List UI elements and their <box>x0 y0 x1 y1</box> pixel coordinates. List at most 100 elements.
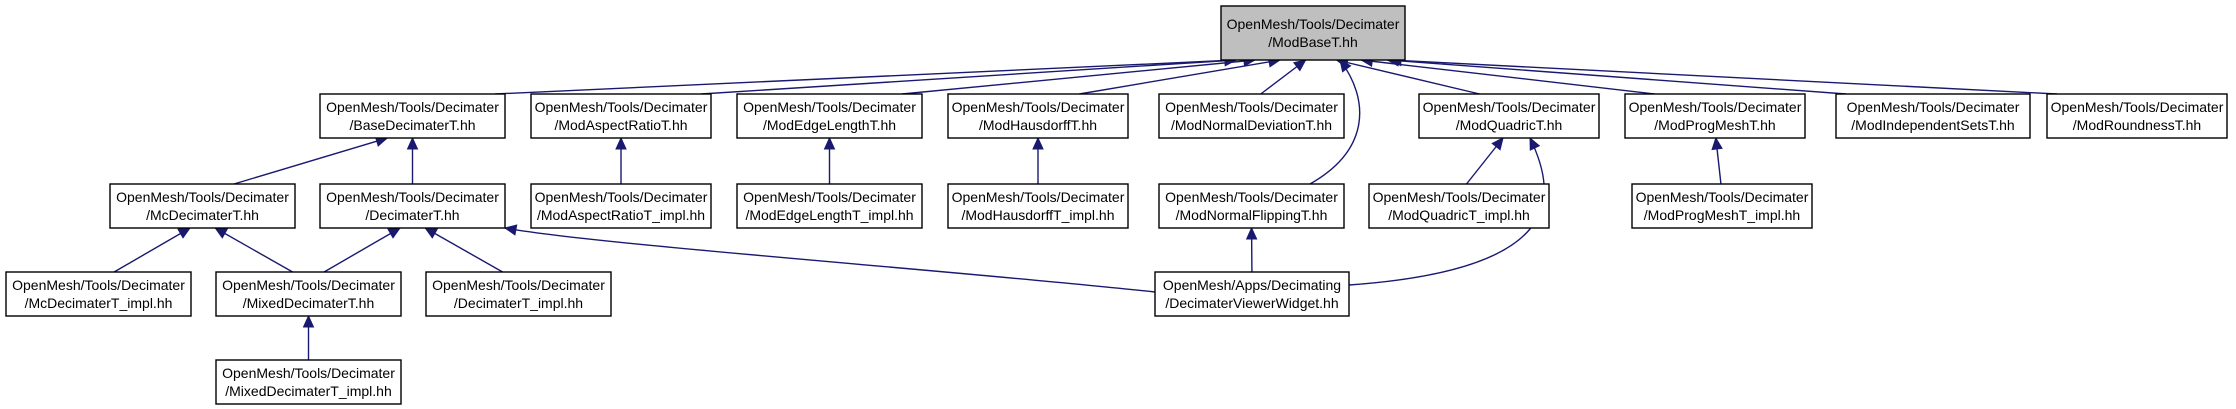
edge-line <box>504 227 1156 293</box>
node-label-line2: /ModRoundnessT.hh <box>2073 117 2201 133</box>
node-label-line2: /MixedDecimaterT.hh <box>243 295 375 311</box>
node-box <box>319 183 506 229</box>
node-label-line2: /ModHausdorffT_impl.hh <box>961 207 1114 223</box>
node-label-line2: /ModEdgeLengthT_impl.hh <box>745 207 913 223</box>
node-label-line2: /ModHausdorffT.hh <box>979 117 1097 133</box>
node-box <box>1154 271 1350 317</box>
node-box <box>5 271 192 317</box>
node-label-line2: /ModIndependentSetsT.hh <box>1851 117 2014 133</box>
edge-line <box>1348 137 1545 286</box>
node-box <box>947 93 1129 139</box>
node-label-line1: OpenMesh/Tools/Decimater <box>535 189 708 205</box>
edge-basedec-to-modbase <box>494 54 1238 95</box>
node-modaspect-impl[interactable]: OpenMesh/Tools/Decimater/ModAspectRatioT… <box>530 183 712 229</box>
node-viewer[interactable]: OpenMesh/Apps/Decimating/DecimaterViewer… <box>1154 271 1350 317</box>
node-label-line1: OpenMesh/Tools/Decimater <box>1629 99 1802 115</box>
node-label-line1: OpenMesh/Tools/Decimater <box>535 99 708 115</box>
node-label-line1: OpenMesh/Tools/Decimater <box>326 99 499 115</box>
node-modprog-impl[interactable]: OpenMesh/Tools/Decimater/ModProgMeshT_im… <box>1631 183 1813 229</box>
node-modedge-impl[interactable]: OpenMesh/Tools/Decimater/ModEdgeLengthT_… <box>736 183 923 229</box>
node-label-line1: OpenMesh/Apps/Decimating <box>1163 277 1341 293</box>
node-box <box>1158 183 1345 229</box>
node-label-line2: /DecimaterT_impl.hh <box>454 295 583 311</box>
node-label-line2: /McDecimaterT.hh <box>146 207 259 223</box>
node-label-line2: /ModNormalDeviationT.hh <box>1171 117 1332 133</box>
edge-line <box>700 59 1237 95</box>
edge-mcdec-to-basedec <box>233 135 389 185</box>
nodes-layer: OpenMesh/Tools/Decimater/ModBaseT.hhOpen… <box>5 5 2228 405</box>
edge-arrowhead <box>387 227 402 239</box>
edge-mixeddec-impl-to-mixeddec <box>302 314 315 360</box>
node-label-line2: /McDecimaterT_impl.hh <box>25 295 173 311</box>
node-label-line1: OpenMesh/Tools/Decimater <box>1373 189 1546 205</box>
node-label-line2: /ModProgMeshT_impl.hh <box>1644 207 1800 223</box>
edge-modprog-impl-to-modprog <box>1711 136 1723 185</box>
node-modbase[interactable]: OpenMesh/Tools/Decimater/ModBaseT.hh <box>1220 5 1406 61</box>
edge-arrowhead <box>615 136 627 150</box>
edge-line <box>214 227 293 273</box>
node-label-line1: OpenMesh/Tools/Decimater <box>1847 99 2020 115</box>
node-label-line1: OpenMesh/Tools/Decimater <box>432 277 605 293</box>
edge-viewer-to-modnormflip <box>1245 226 1258 273</box>
node-box <box>1624 93 1806 139</box>
node-label-line1: OpenMesh/Tools/Decimater <box>1227 16 1400 32</box>
node-label-line2: /ModAspectRatioT_impl.hh <box>537 207 705 223</box>
node-mixeddec-impl[interactable]: OpenMesh/Tools/Decimater/MixedDecimaterT… <box>215 359 402 405</box>
node-box <box>530 183 712 229</box>
edge-arrowhead <box>1491 137 1504 151</box>
node-box <box>109 183 296 229</box>
node-box <box>530 93 712 139</box>
node-modquad[interactable]: OpenMesh/Tools/Decimater/ModQuadricT.hh <box>1418 93 1600 139</box>
node-modedge[interactable]: OpenMesh/Tools/Decimater/ModEdgeLengthT.… <box>736 93 923 139</box>
edge-arrowhead <box>424 227 439 239</box>
node-box <box>215 359 402 405</box>
node-mcdec[interactable]: OpenMesh/Tools/Decimater/McDecimaterT.hh <box>109 183 296 229</box>
node-label-line2: /ModNormalFlippingT.hh <box>1176 207 1328 223</box>
edge-arrowhead <box>1711 136 1723 151</box>
node-modnormdev[interactable]: OpenMesh/Tools/Decimater/ModNormalDeviat… <box>1158 93 1345 139</box>
node-modhaus[interactable]: OpenMesh/Tools/Decimater/ModHausdorffT.h… <box>947 93 1129 139</box>
node-box <box>319 93 506 139</box>
edge-line <box>233 137 388 185</box>
node-box <box>1631 183 1813 229</box>
edge-line <box>1387 59 1847 95</box>
edge-viewer-to-dec <box>503 224 1156 293</box>
node-basedec[interactable]: OpenMesh/Tools/Decimater/BaseDecimaterT.… <box>319 93 506 139</box>
node-label-line1: OpenMesh/Tools/Decimater <box>1636 189 1809 205</box>
edge-mixeddec-to-mcdec <box>214 227 293 273</box>
node-label-line1: OpenMesh/Tools/Decimater <box>952 189 1125 205</box>
node-dec[interactable]: OpenMesh/Tools/Decimater/DecimaterT.hh <box>319 183 506 229</box>
edge-line <box>1079 59 1281 95</box>
edge-line <box>1389 59 2058 95</box>
node-modquad-impl[interactable]: OpenMesh/Tools/Decimater/ModQuadricT_imp… <box>1368 183 1550 229</box>
edge-viewer-to-modquad <box>1348 136 1545 286</box>
node-label-line2: /ModAspectRatioT.hh <box>554 117 687 133</box>
edge-arrowhead <box>1245 226 1258 240</box>
edge-modhaus-impl-to-modhaus <box>1032 136 1044 184</box>
node-modnormflip[interactable]: OpenMesh/Tools/Decimater/ModNormalFlippi… <box>1158 183 1345 229</box>
edge-arrowhead <box>503 224 518 236</box>
node-label-line2: /BaseDecimaterT.hh <box>349 117 475 133</box>
node-label-line1: OpenMesh/Tools/Decimater <box>222 365 395 381</box>
node-modaspect[interactable]: OpenMesh/Tools/Decimater/ModAspectRatioT… <box>530 93 712 139</box>
node-dec-impl[interactable]: OpenMesh/Tools/Decimater/DecimaterT_impl… <box>425 271 612 317</box>
node-label-line2: /ModQuadricT_impl.hh <box>1388 207 1530 223</box>
node-modprog[interactable]: OpenMesh/Tools/Decimater/ModProgMeshT.hh <box>1624 93 1806 139</box>
node-box <box>425 271 612 317</box>
node-mixeddec[interactable]: OpenMesh/Tools/Decimater/MixedDecimaterT… <box>215 271 402 317</box>
node-modround[interactable]: OpenMesh/Tools/Decimater/ModRoundnessT.h… <box>2046 93 2228 139</box>
node-box <box>1220 5 1406 61</box>
node-box <box>736 183 923 229</box>
node-label-line2: /ModBaseT.hh <box>1268 34 1358 50</box>
node-modindep[interactable]: OpenMesh/Tools/Decimater/ModIndependentS… <box>1835 93 2031 139</box>
edge-line <box>424 227 503 273</box>
node-label-line1: OpenMesh/Tools/Decimater <box>952 99 1125 115</box>
node-mcdec-impl[interactable]: OpenMesh/Tools/Decimater/McDecimaterT_im… <box>5 271 192 317</box>
node-modhaus-impl[interactable]: OpenMesh/Tools/Decimater/ModHausdorffT_i… <box>947 183 1129 229</box>
node-label-line1: OpenMesh/Tools/Decimater <box>12 277 185 293</box>
edge-mcdec-impl-to-mcdec <box>113 227 192 273</box>
edge-arrowhead <box>177 227 192 239</box>
edge-line <box>901 59 1256 95</box>
node-label-line1: OpenMesh/Tools/Decimater <box>743 99 916 115</box>
